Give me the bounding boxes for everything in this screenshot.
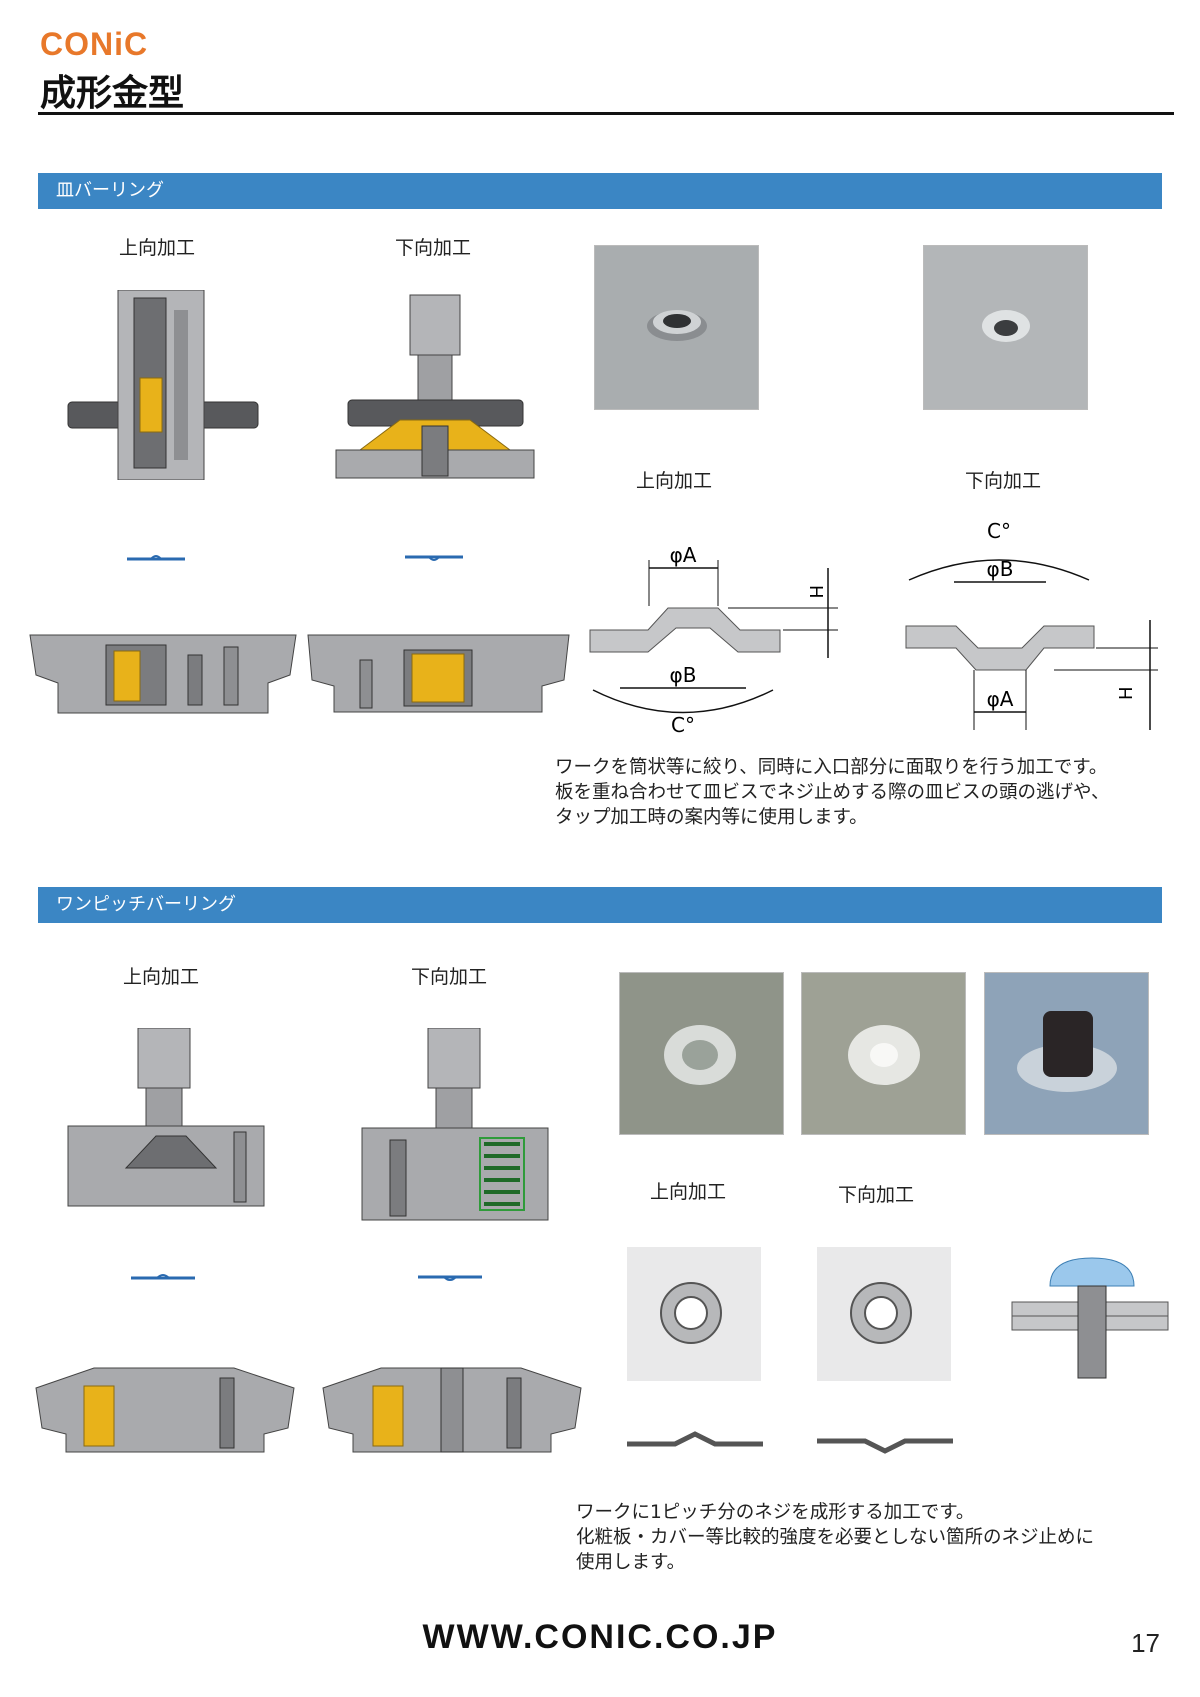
- onepitch-section-upward: [627, 1431, 763, 1447]
- photo-onepitch-screw: [984, 972, 1149, 1135]
- lower-die-downward-diagram: [307, 634, 570, 713]
- dim-phiA-downward: φA: [987, 687, 1014, 711]
- photo-label-downward: 下向加工: [838, 1184, 915, 1206]
- screw-assembly-diagram: [1011, 1257, 1169, 1379]
- label-downward-2: 下向加工: [411, 966, 488, 988]
- conic-logo: CONiC: [40, 26, 149, 62]
- label-upward: 上向加工: [119, 237, 196, 259]
- workpiece-downward-sketch: [405, 555, 463, 561]
- section-header-one-pitch-burring: ワンピッチバーリング: [38, 887, 1162, 923]
- dim-H-upward: H: [805, 585, 826, 599]
- upper-die-upward-diagram-2: [67, 1028, 265, 1207]
- photo-onepitch-1: [619, 972, 784, 1135]
- onepitch-top-view-upward: [627, 1247, 761, 1381]
- page-title: 成形金型: [40, 73, 185, 114]
- photo-onepitch-2: [801, 972, 966, 1135]
- dim-label-downward: 下向加工: [965, 470, 1042, 492]
- lower-die-upward-diagram: [29, 634, 297, 714]
- dim-label-upward: 上向加工: [636, 470, 713, 492]
- onepitch-top-view-downward: [817, 1247, 951, 1381]
- dim-phiB-downward: φB: [987, 557, 1014, 581]
- dim-H-downward: H: [1116, 686, 1137, 700]
- upper-die-downward-diagram: [335, 294, 535, 479]
- footer-url[interactable]: WWW.CONIC.CO.JP: [422, 1618, 778, 1656]
- header-rule: [38, 112, 1174, 115]
- dim-angle-upward: C°: [671, 713, 695, 737]
- label-upward-2: 上向加工: [123, 966, 200, 988]
- page-number: 17: [1131, 1628, 1160, 1658]
- section-header-sara-burring: 皿バーリング: [38, 173, 1162, 209]
- photo-sara-downward: [923, 245, 1088, 410]
- upper-die-upward-diagram: [67, 290, 259, 480]
- photo-sara-upward: [594, 245, 759, 410]
- lower-die-downward-diagram-2: [322, 1367, 582, 1453]
- workpiece-upward-sketch-2: [131, 1274, 195, 1280]
- dim-angle-downward: C°: [987, 520, 1011, 543]
- dimension-diagram-downward: C° φB φA H: [905, 520, 1158, 730]
- lower-die-upward-diagram-2: [35, 1367, 295, 1453]
- photo-label-upward: 上向加工: [650, 1181, 727, 1203]
- workpiece-upward-sketch: [127, 555, 185, 561]
- description-one-pitch-burring: ワークに1ピッチ分のネジを成形する加工です。 化粧板・カバー等比較的強度を必要と…: [576, 1502, 1095, 1573]
- dimension-diagram-upward: φA φB C° H: [589, 543, 838, 737]
- workpiece-downward-sketch-2: [418, 1275, 482, 1281]
- dim-phiB-upward: φB: [670, 663, 697, 687]
- dim-phiA-upward: φA: [670, 543, 697, 567]
- onepitch-section-downward: [817, 1438, 953, 1454]
- description-sara-burring: ワークを筒状等に絞り、同時に入口部分に面取りを行う加工です。 板を重ね合わせて皿…: [555, 757, 1110, 828]
- upper-die-downward-diagram-2: [361, 1028, 549, 1221]
- label-downward: 下向加工: [395, 237, 472, 259]
